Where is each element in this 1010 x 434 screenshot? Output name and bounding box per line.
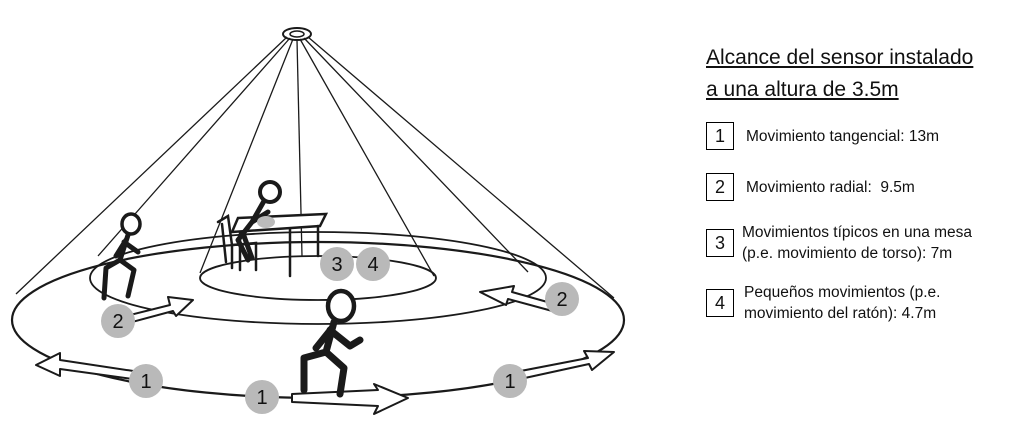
- svg-text:1: 1: [504, 371, 515, 393]
- badge-tangential-left: 1: [129, 364, 163, 398]
- badge-table-movement: 3: [320, 247, 354, 281]
- seated-person-head: [258, 180, 282, 204]
- legend-title-line2: a una altura de 3.5m: [706, 78, 899, 101]
- legend-item-text: Movimientos típicos en una mesa (p.e. mo…: [742, 222, 972, 264]
- chair: [216, 213, 258, 272]
- badge-tangential-right: 1: [493, 364, 527, 398]
- badge-tangential-center: 1: [245, 380, 279, 414]
- legend-item-text-line1: Movimientos típicos en una mesa: [742, 224, 973, 241]
- legend-number-box: 2: [706, 173, 734, 201]
- svg-text:1: 1: [140, 371, 151, 393]
- person-radial-walker: [101, 212, 142, 301]
- badge-radial-right: 2: [545, 282, 579, 316]
- svg-text:2: 2: [112, 311, 123, 333]
- legend-item-text-line1: Movimiento radial: 9.5m: [746, 178, 915, 196]
- ceiling-sensor: [282, 27, 312, 41]
- legend-item-text-line2: (p.e. movimiento de torso): 7m: [742, 245, 953, 262]
- legend-item-text: Movimiento radial: 9.5m: [746, 177, 915, 198]
- legend-item-3: 3 Movimientos típicos en una mesa (p.e. …: [706, 222, 972, 264]
- detection-cone: [15, 36, 615, 299]
- legend-item-1: 1 Movimiento tangencial: 13m: [706, 122, 939, 150]
- radial-arrow-right: [479, 285, 559, 313]
- zone-inner: [199, 255, 437, 301]
- badge-radial-left: 2: [101, 304, 135, 338]
- legend-item-text: Movimiento tangencial: 13m: [746, 126, 939, 147]
- tangential-arrow-left: [35, 352, 141, 381]
- sensor-coverage-diagram: 1 1 1 2 2 3 4: [10, 27, 626, 415]
- legend-item-text-line1: Movimiento tangencial: 13m: [746, 127, 939, 145]
- legend-number-box: 1: [706, 122, 734, 150]
- tangential-arrows: [35, 350, 615, 415]
- svg-text:4: 4: [367, 254, 378, 276]
- badge-small-movement: 4: [356, 247, 390, 281]
- legend-title-line1: Alcance del sensor instalado: [706, 46, 974, 69]
- legend-number-box: 3: [706, 229, 734, 257]
- legend-item-text-line2: movimiento del ratón): 4.7m: [744, 305, 937, 322]
- person-tangential-walker: [300, 288, 364, 398]
- legend-item-4: 4 Pequeños movimientos (p.e. movimiento …: [706, 282, 940, 324]
- legend-item-2: 2 Movimiento radial: 9.5m: [706, 173, 915, 201]
- svg-text:1: 1: [256, 387, 267, 409]
- legend-item-text: Pequeños movimientos (p.e. movimiento de…: [744, 282, 940, 324]
- legend-item-text-line1: Pequeños movimientos (p.e.: [744, 284, 941, 301]
- legend-number-box: 4: [706, 289, 734, 317]
- legend-title: Alcance del sensor instalado a una altur…: [706, 44, 973, 104]
- seated-person-body: [235, 198, 271, 263]
- tangential-arrow-center: [291, 383, 409, 415]
- desk-scene: [216, 180, 329, 278]
- svg-text:2: 2: [556, 289, 567, 311]
- svg-text:3: 3: [331, 254, 342, 276]
